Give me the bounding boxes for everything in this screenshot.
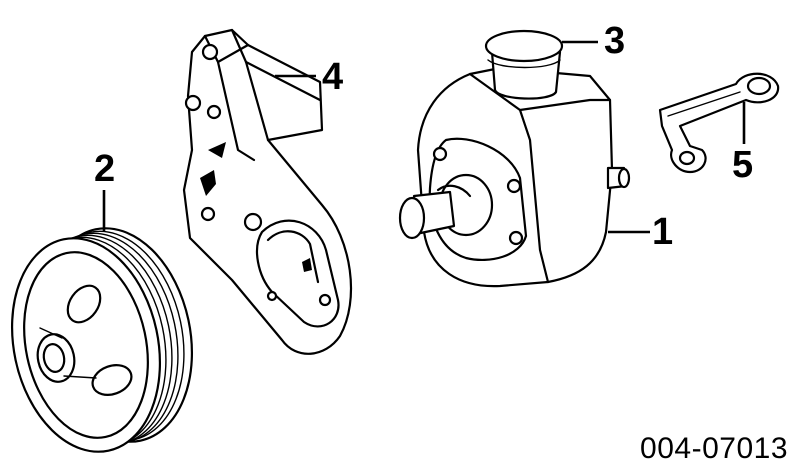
mounting-bracket [182,28,353,355]
callout-5: 5 [732,144,754,186]
diagram-code: 004-07013 [640,432,788,465]
callout-4: 4 [322,56,344,98]
callout-2: 2 [94,148,116,190]
callout-1: 1 [652,211,674,253]
pulley [10,227,194,453]
support-brace [658,72,780,174]
callout-3: 3 [604,20,626,62]
pump [398,66,631,288]
reservoir-cap [484,29,598,100]
